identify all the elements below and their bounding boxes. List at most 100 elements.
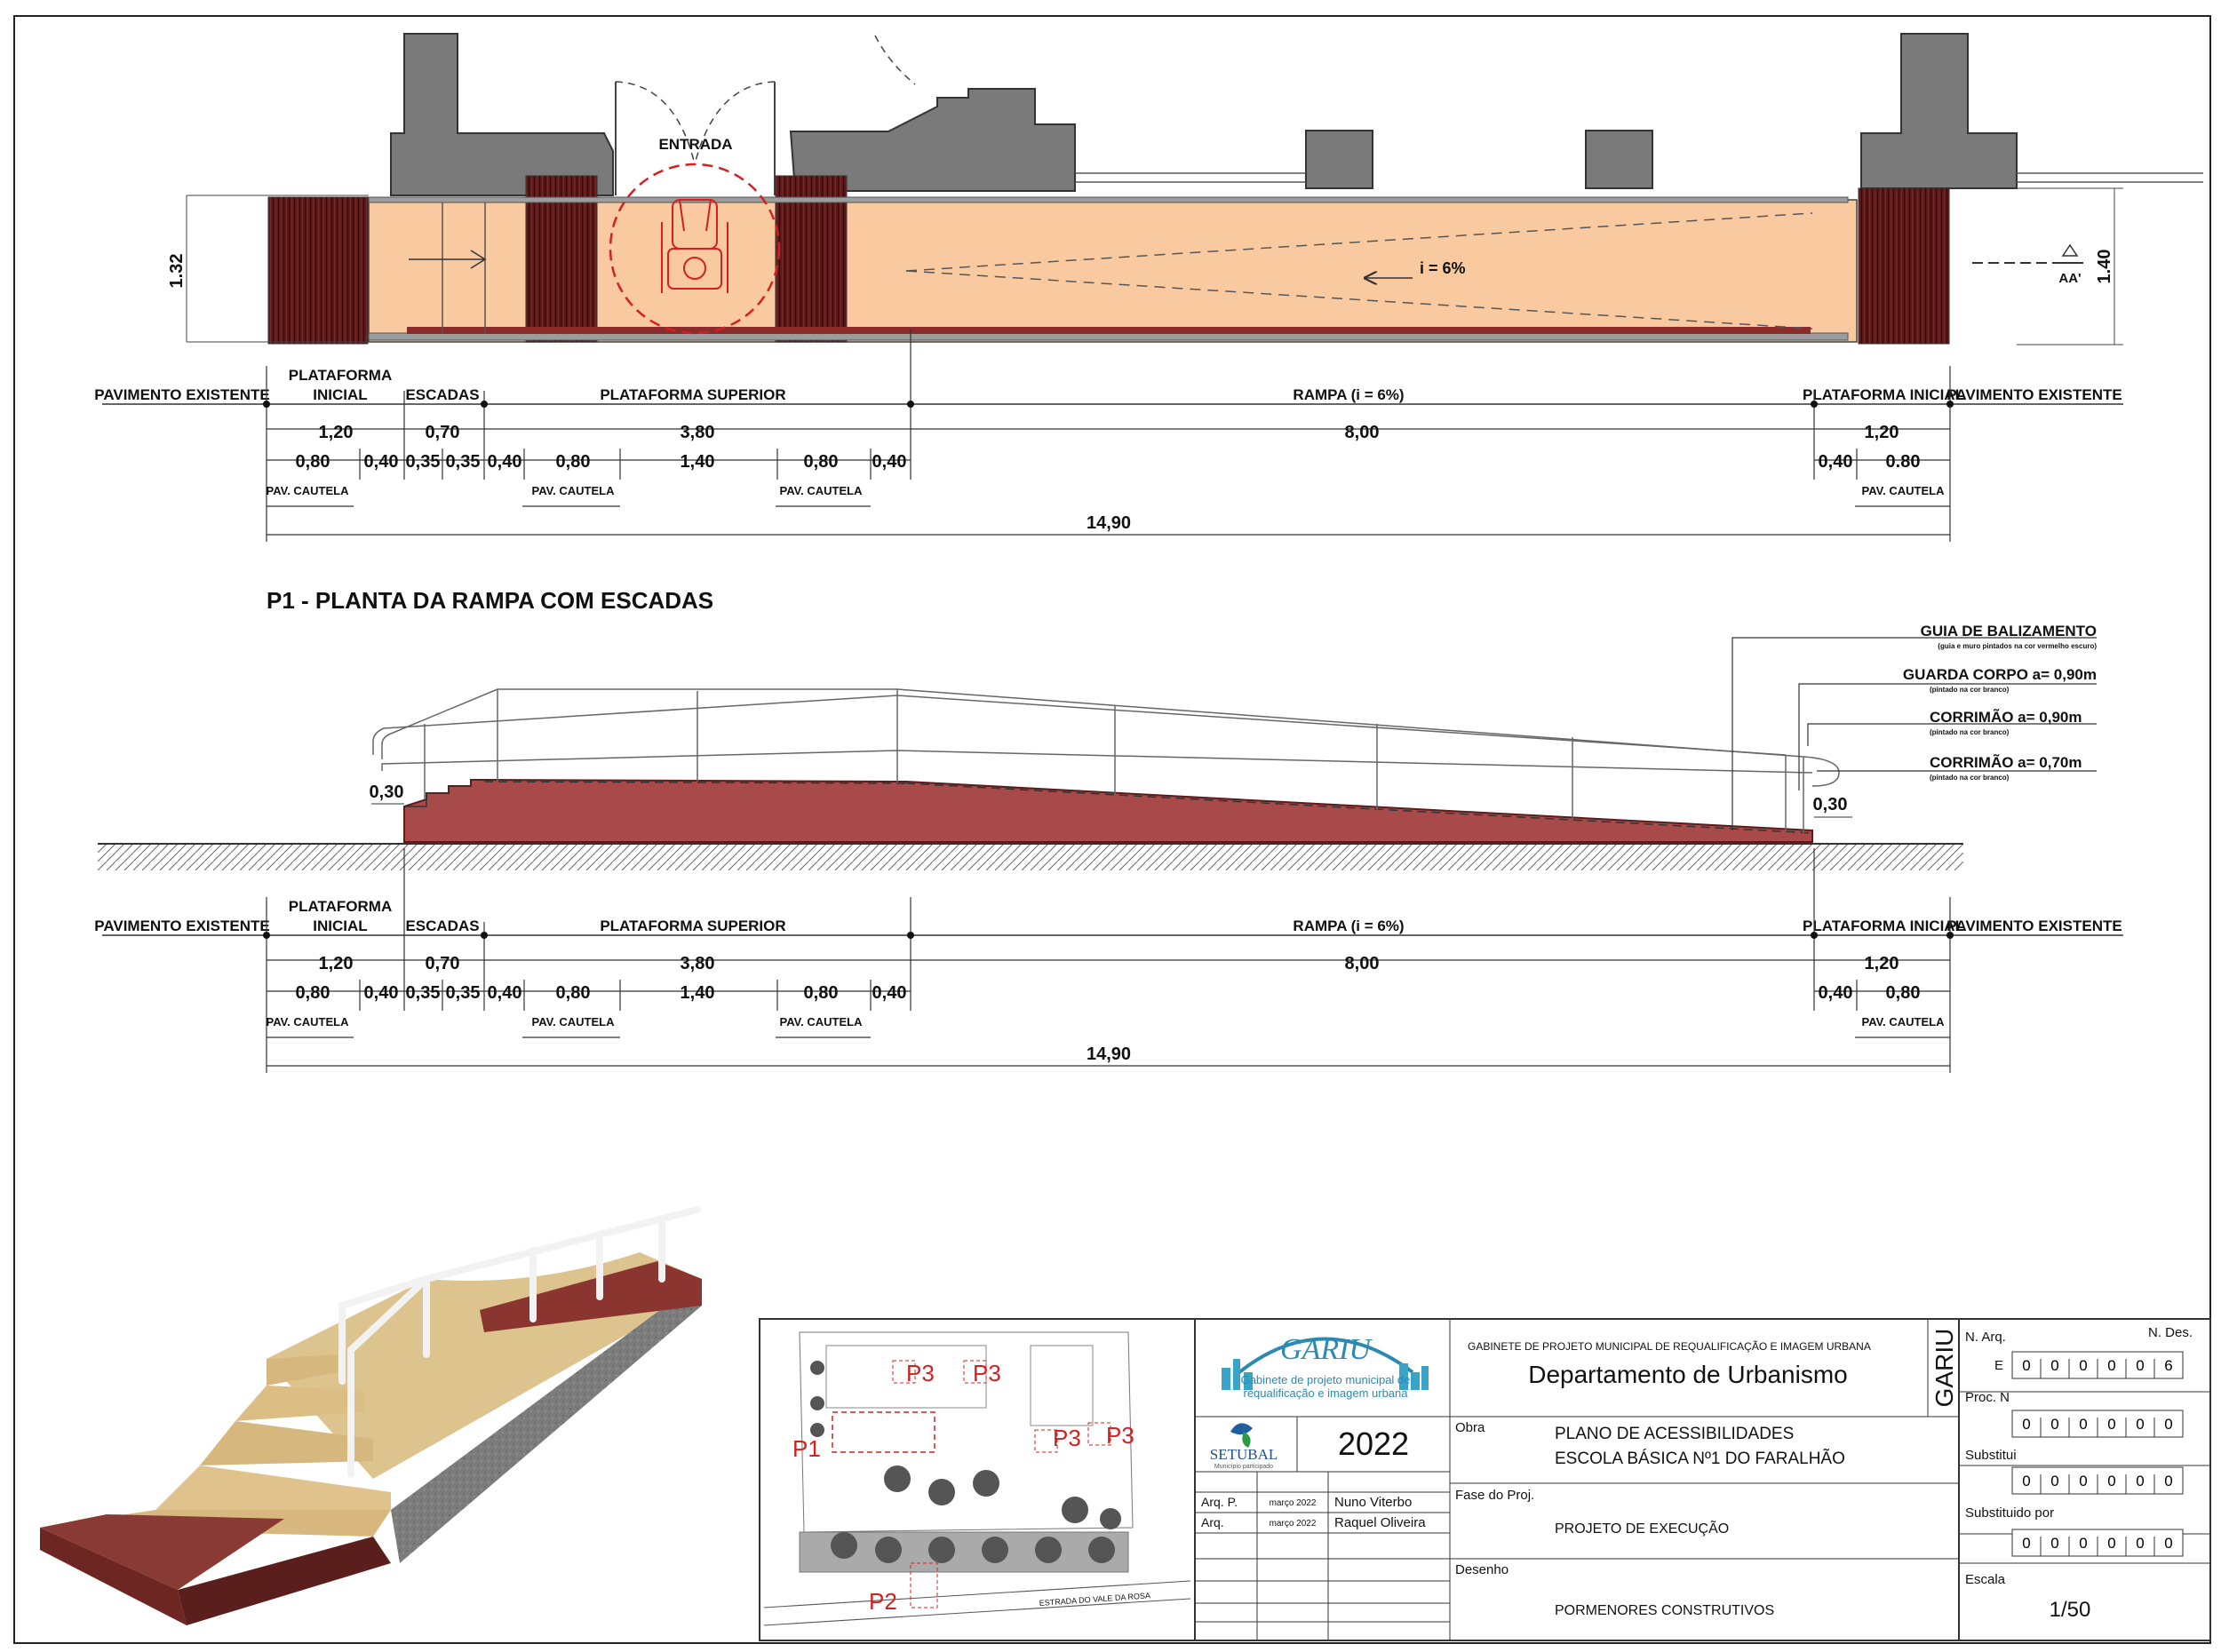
ramp-section <box>403 779 1813 843</box>
height-left: 1.32 <box>167 254 187 289</box>
svg-text:1,20: 1,20 <box>1865 954 1899 973</box>
svg-text:Proc. N: Proc. N <box>1965 1390 2010 1405</box>
svg-text:0,35: 0,35 <box>446 452 481 472</box>
svg-text:0,40: 0,40 <box>364 983 399 1003</box>
svg-text:PAV. CAUTELA: PAV. CAUTELA <box>532 484 616 497</box>
zone-escadas: ESCADAS <box>405 386 479 403</box>
plan-title: P1 - PLANTA DA RAMPA COM ESCADAS <box>267 587 713 614</box>
pillar-2 <box>1585 130 1653 189</box>
svg-text:E: E <box>1994 1358 2003 1373</box>
svg-text:1,40: 1,40 <box>681 983 715 1003</box>
svg-text:SETUBAL: SETUBAL <box>1210 1446 1278 1463</box>
svg-text:0,80: 0,80 <box>1886 983 1921 1003</box>
digit: 0 <box>2050 1535 2058 1552</box>
zone-plataforma-inicial-1: PLATAFORMA <box>289 367 392 384</box>
keymap-p3-b: P3 <box>973 1360 1001 1386</box>
svg-text:PAV. CAUTELA: PAV. CAUTELA <box>532 1015 616 1029</box>
svg-text:1,20: 1,20 <box>319 954 354 973</box>
digit: 0 <box>2050 1416 2058 1433</box>
svg-text:Desenho: Desenho <box>1455 1562 1509 1577</box>
svg-text:PAV. CAUTELA: PAV. CAUTELA <box>780 1015 864 1029</box>
department: Departamento de Urbanismo <box>1528 1361 1848 1388</box>
obra-line2: ESCOLA BÁSICA Nº1 DO FARALHÃO <box>1555 1449 1845 1468</box>
guard-rail <box>372 688 1840 833</box>
keymap-p3-c: P3 <box>1053 1425 1081 1451</box>
svg-text:0,80: 0,80 <box>556 452 591 472</box>
handrail-top <box>368 196 1849 203</box>
digit: 0 <box>2022 1357 2030 1374</box>
svg-text:PAV. CAUTELA: PAV. CAUTELA <box>267 484 350 497</box>
svg-text:0,80: 0,80 <box>296 452 330 472</box>
digit: 0 <box>2164 1473 2172 1489</box>
svg-text:INICIAL: INICIAL <box>313 917 367 934</box>
svg-text:0.80: 0.80 <box>1886 452 1921 472</box>
annot-guia: GUIA DE BALIZAMENTO <box>1921 623 2097 639</box>
svg-text:PLATAFORMA INICIAL: PLATAFORMA INICIAL <box>1803 917 1964 934</box>
annot-guarda: GUARDA CORPO a= 0,90m <box>1903 666 2097 683</box>
digit: 0 <box>2079 1357 2087 1374</box>
svg-text:N. Des.: N. Des. <box>2148 1325 2193 1340</box>
digit: 0 <box>2136 1473 2144 1489</box>
plan-dimensions: PAVIMENTO EXISTENTE PLATAFORMA INICIAL E… <box>94 329 2123 542</box>
year: 2022 <box>1338 1426 1409 1462</box>
svg-text:1,20: 1,20 <box>319 423 354 442</box>
digit: 0 <box>2022 1416 2030 1433</box>
digit: 6 <box>2164 1357 2172 1374</box>
ramp-3d-render <box>40 1206 702 1625</box>
slope-label: i = 6% <box>1420 259 1466 277</box>
section-marker: AA' <box>2058 271 2081 286</box>
svg-text:14,90: 14,90 <box>1087 1044 1131 1064</box>
svg-text:Arq. P.: Arq. P. <box>1201 1495 1238 1509</box>
svg-text:PAVIMENTO EXISTENTE: PAVIMENTO EXISTENTE <box>94 917 269 934</box>
zone-pavimento-left: PAVIMENTO EXISTENTE <box>94 386 269 403</box>
svg-text:requalificação e imagem urbana: requalificação e imagem urbana <box>1244 1386 1409 1400</box>
svg-text:0,80: 0,80 <box>296 983 330 1003</box>
svg-text:PAVIMENTO EXISTENTE: PAVIMENTO EXISTENTE <box>1946 917 2121 934</box>
svg-text:0,70: 0,70 <box>426 954 460 973</box>
svg-text:8,00: 8,00 <box>1345 423 1380 442</box>
digit: 0 <box>2022 1473 2030 1489</box>
zone-plataforma-inicial-right: PLATAFORMA INICIAL <box>1803 386 1964 403</box>
svg-text:N. Arq.: N. Arq. <box>1965 1330 2006 1345</box>
digit: 0 <box>2079 1535 2087 1552</box>
setubal-logo: SETUBAL Município participado <box>1210 1423 1278 1470</box>
svg-text:PAV. CAUTELA: PAV. CAUTELA <box>267 1015 350 1029</box>
svg-text:0,35: 0,35 <box>406 983 441 1003</box>
section-view: 0,30 0,30 GUIA DE BALIZAMENTO (guia e mu… <box>98 623 2097 870</box>
section-dimensions: PAVIMENTO EXISTENTE PLATAFORMA INICIAL E… <box>94 848 2123 1073</box>
wood-deck-cautela-2 <box>775 175 848 343</box>
keymap-p3-a: P3 <box>906 1360 935 1386</box>
building-wall-left <box>390 33 614 196</box>
pillar-1 <box>1305 130 1373 189</box>
digit: 0 <box>2022 1535 2030 1552</box>
svg-text:ESCADAS: ESCADAS <box>405 917 479 934</box>
keymap-p1: P1 <box>792 1435 821 1462</box>
desenho: PORMENORES CONSTRUTIVOS <box>1555 1603 1774 1618</box>
svg-text:0,40: 0,40 <box>1819 452 1853 472</box>
digit: 0 <box>2164 1535 2172 1552</box>
zone-rampa: RAMPA (i = 6%) <box>1293 386 1404 403</box>
digit: 0 <box>2107 1357 2115 1374</box>
svg-text:Escala: Escala <box>1965 1572 2006 1587</box>
svg-text:(guia e muro pintados na cor v: (guia e muro pintados na cor vermelho es… <box>1938 642 2097 650</box>
svg-text:Raquel Oliveira: Raquel Oliveira <box>1334 1515 1426 1530</box>
annot-corr70: CORRIMÃO a= 0,70m <box>1930 753 2082 771</box>
svg-text:PAV. CAUTELA: PAV. CAUTELA <box>1862 1015 1946 1029</box>
scale: 1/50 <box>2050 1598 2091 1622</box>
svg-text:0,80: 0,80 <box>804 452 839 472</box>
ramp-floor <box>368 199 1858 343</box>
digit: 0 <box>2050 1357 2058 1374</box>
keymap-p2: P2 <box>869 1588 897 1615</box>
svg-text:0,40: 0,40 <box>1819 983 1853 1003</box>
wood-deck-left <box>267 196 369 345</box>
digit: 0 <box>2079 1473 2087 1489</box>
svg-text:1,20: 1,20 <box>1865 423 1899 442</box>
svg-text:Gabinete de projeto municipal: Gabinete de projeto municipal de <box>1241 1373 1411 1386</box>
digit: 0 <box>2107 1416 2115 1433</box>
digit: 0 <box>2107 1473 2115 1489</box>
svg-text:março 2022: março 2022 <box>1270 1498 1317 1508</box>
svg-text:Arq.: Arq. <box>1201 1515 1224 1529</box>
svg-text:Fase do Proj.: Fase do Proj. <box>1455 1488 1534 1503</box>
